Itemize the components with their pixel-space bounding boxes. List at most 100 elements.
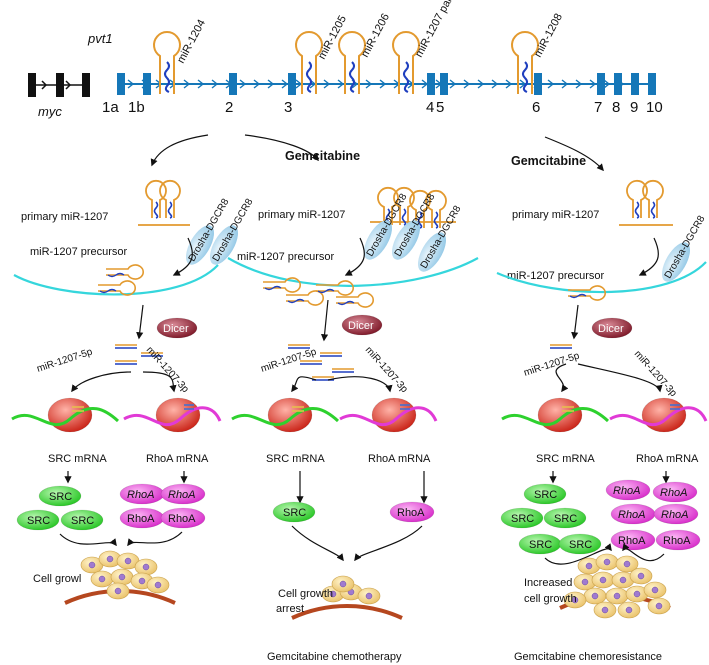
mirna-strand [401, 208, 407, 226]
dicer-enzyme [591, 317, 633, 339]
cell-nucleus [138, 577, 146, 585]
pvt1-exon [440, 73, 448, 95]
pvt1-direction-arrow [491, 79, 499, 89]
cell-nucleus [591, 592, 599, 600]
outcome-label: Cell growth [278, 588, 333, 600]
ribosome [641, 397, 687, 433]
cell-nucleus [625, 606, 633, 614]
pvt1-direction-arrow [603, 79, 611, 89]
cell-nucleus [154, 581, 162, 589]
rhoa-mrna-strand [609, 406, 708, 427]
rhoa-protein-label: RhoA [618, 535, 646, 547]
ribosome [267, 397, 313, 433]
pvt1-direction-arrow [253, 79, 261, 89]
precursor-mirna [337, 300, 355, 306]
hairpin-loop [425, 190, 447, 228]
blood-vessel [291, 604, 403, 620]
pvt1-exon [597, 73, 605, 95]
cell-nucleus [637, 572, 645, 580]
src-protein-label: SRC [27, 515, 50, 527]
exon-number-label: 4 [426, 99, 434, 116]
pvt1-direction-arrow [337, 79, 345, 89]
rhoa-protein [160, 507, 206, 529]
pvt1-direction-arrow [379, 79, 387, 89]
pvt1-exon [614, 73, 622, 95]
src-protein [558, 533, 602, 555]
rhoa-protein-label: RhoA [127, 489, 155, 501]
dicer-label: Dicer [348, 320, 374, 332]
primary-mir1207-label: primary miR-1207 [21, 211, 108, 223]
cell-nucleus [106, 555, 114, 563]
pvt1-direction-arrow [561, 79, 569, 89]
rhoa-protein [610, 529, 656, 551]
exon-number-label: 7 [594, 99, 602, 116]
rhoa-mrna-label: RhoA mRNA [368, 453, 431, 465]
pvt1-direction-arrow [519, 79, 527, 89]
cell-nucleus [581, 578, 589, 586]
cell-nucleus [655, 602, 663, 610]
rhoa-protein-label: RhoA [618, 509, 646, 521]
bound-mirna [184, 404, 194, 410]
src-mrna-label: SRC mRNA [48, 453, 107, 465]
arrow-to-duplex [136, 304, 144, 340]
mirna-hairpin [295, 31, 323, 94]
rhoa-protein [655, 529, 701, 551]
hairpin-loop [295, 31, 323, 94]
cell-nucleus [98, 575, 106, 583]
arrow-to-src-translation [291, 376, 317, 393]
panel-caption: Gemcitabine chemotherapy [267, 651, 402, 663]
pvt1-exon [534, 73, 542, 95]
rhoa-protein-label: RhoA [168, 489, 196, 501]
precursor-mirna [264, 285, 282, 291]
outcome-label: arrest [276, 603, 304, 615]
precursor-hairpin [336, 292, 374, 308]
pvt1-direction-arrow [477, 79, 485, 89]
rhoa-protein-label: RhoA [397, 507, 425, 519]
drosha-dgcr8-complex: Drosha-DGCR8 [662, 214, 708, 282]
ribosome [537, 397, 583, 433]
ribosome [371, 397, 417, 433]
primary-mirna-hairpin [642, 180, 664, 219]
pvt1-direction-arrow [449, 79, 457, 89]
mir1208-label: miR-1208 [532, 12, 565, 60]
src-protein [272, 501, 316, 523]
rhoa-mrna-strand [123, 406, 222, 427]
mir1207-5p-label: miR-1207-5p [523, 350, 582, 378]
precursor-loop [98, 280, 136, 296]
arrow-to-src-translation [555, 363, 569, 393]
src-mrna-label: SRC mRNA [536, 453, 595, 465]
myc-label: myc [38, 104, 62, 119]
pvt1-exon [427, 73, 435, 95]
exon-number-label: 3 [284, 99, 292, 116]
precursor-mirna [99, 288, 117, 294]
pvt1-direction-arrow [365, 79, 373, 89]
rhoa-protein [389, 501, 435, 523]
outcome-label: Increased [524, 577, 572, 589]
cell-nucleus [633, 590, 641, 598]
pvt1-exon [648, 73, 656, 95]
mir1207-3p-label: miR-1207-3p [144, 345, 191, 396]
pvt1-direction-arrow [239, 79, 247, 89]
cell-nucleus [599, 576, 607, 584]
bound-mirna [670, 404, 680, 410]
mirna-hairpin [511, 31, 539, 94]
precursor-mirna [107, 272, 125, 278]
exon-number-label: 5 [436, 99, 444, 116]
src-protein [543, 507, 587, 529]
exon-number-label: 2 [225, 99, 233, 116]
precursor-label: miR-1207 precursor [507, 270, 605, 282]
pvt1-direction-arrow [505, 79, 513, 89]
precursor-hairpin [98, 280, 136, 296]
pvt1-exon [229, 73, 237, 95]
rhoa-protein-label: RhoA [613, 485, 641, 497]
ribosome [47, 397, 93, 433]
hairpin-loop [392, 31, 420, 94]
rhoa-protein [605, 479, 651, 501]
hairpin-loop [511, 31, 539, 94]
pvt1-direction-arrow [589, 79, 597, 89]
drosha-blob [364, 220, 392, 260]
precursor-hairpin [568, 285, 606, 301]
mirna-strand [634, 201, 640, 219]
src-protein [16, 509, 60, 531]
